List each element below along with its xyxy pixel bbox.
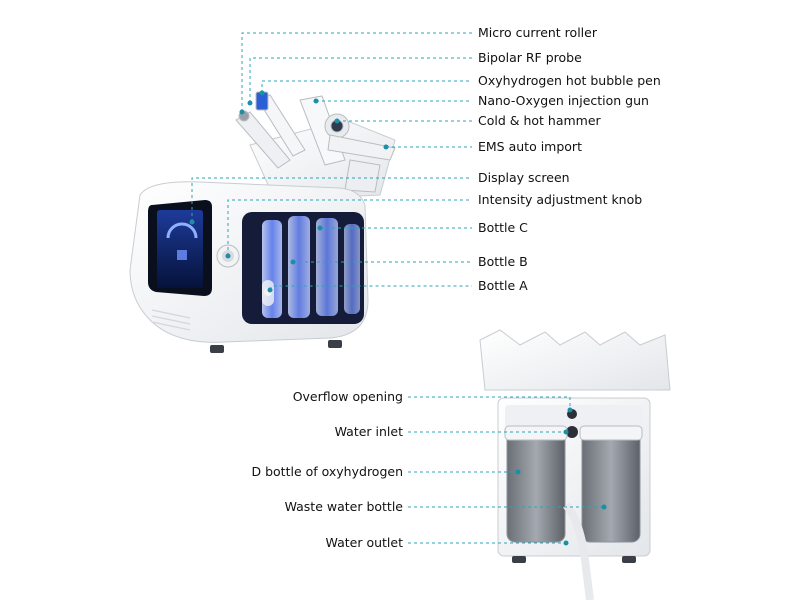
- label-display-screen: Display screen: [478, 170, 570, 185]
- leader-overflow-opening: [408, 396, 571, 410]
- side-vent: [151, 309, 191, 331]
- leader-intensity-knob: [227, 199, 472, 256]
- leader-lines: [191, 32, 604, 544]
- leader-bipolar-rf-probe: [249, 57, 472, 103]
- label-nano-oxygen-injection-gun: Nano-Oxygen injection gun: [478, 93, 649, 108]
- label-bipolar-rf-probe: Bipolar RF probe: [478, 50, 582, 65]
- label-bottle-a: Bottle A: [478, 278, 528, 293]
- inlet-port: [566, 426, 578, 438]
- label-overflow-opening: Overflow opening: [292, 389, 403, 404]
- leader-oxyhydrogen-pen: [261, 80, 472, 93]
- jar-left: [506, 429, 566, 543]
- back-machine: [479, 329, 671, 600]
- front-machine: [129, 91, 396, 353]
- outlet-tube: [562, 502, 594, 600]
- label-oxyhydrogen-hot-bubble-pen: Oxyhydrogen hot bubble pen: [478, 73, 661, 88]
- label-cold-hot-hammer: Cold & hot hammer: [478, 113, 601, 128]
- leader-display-screen: [191, 177, 472, 222]
- jar-right: [581, 429, 641, 543]
- label-ems-auto-import: EMS auto import: [478, 139, 582, 154]
- handpiece-rack: [479, 329, 671, 391]
- leader-micro-current-roller: [241, 32, 472, 112]
- label-water-inlet: Water inlet: [334, 424, 403, 439]
- label-bottle-b: Bottle B: [478, 254, 528, 269]
- label-waste-water-bottle: Waste water bottle: [284, 499, 403, 514]
- label-water-outlet: Water outlet: [325, 535, 403, 550]
- label-bottle-c: Bottle C: [478, 220, 528, 235]
- label-d-bottle-of-oxyhydrogen: D bottle of oxyhydrogen: [251, 464, 403, 479]
- label-intensity-adjustment-knob: Intensity adjustment knob: [478, 192, 643, 207]
- leader-dots: [189, 90, 607, 546]
- label-micro-current-roller: Micro current roller: [478, 25, 597, 40]
